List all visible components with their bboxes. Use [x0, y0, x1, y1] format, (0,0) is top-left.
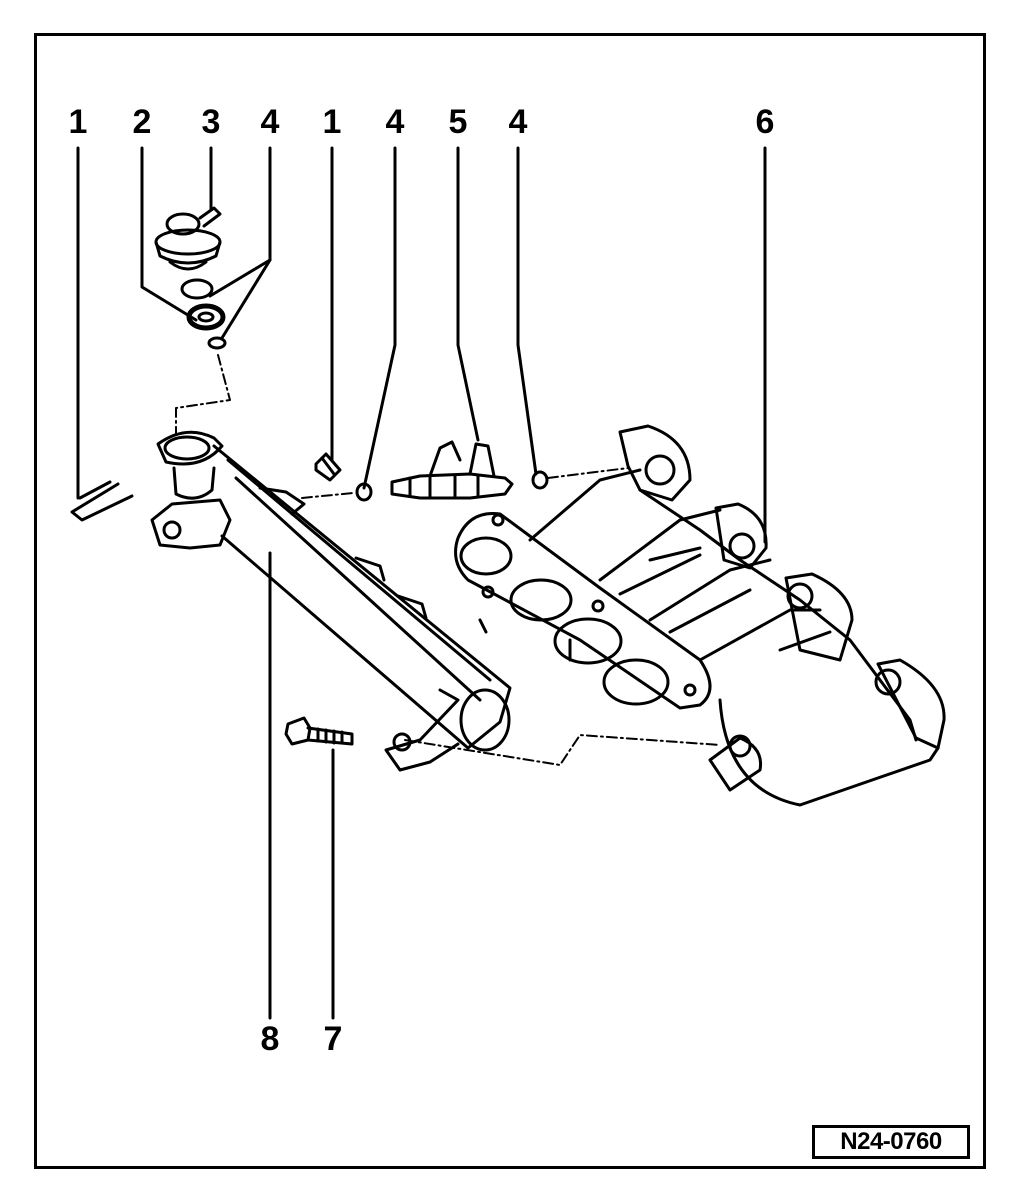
callout-1-left: 1: [68, 103, 88, 141]
callout-4-center: 4: [385, 103, 405, 141]
assembly-lines: [175, 354, 721, 766]
fuel-rail: [150, 430, 512, 772]
retaining-clip-center: [314, 452, 342, 482]
fuel-pressure-regulator: [154, 206, 222, 271]
o-rings-and-seals: [180, 278, 549, 502]
intake-manifold: [454, 424, 946, 807]
retaining-clip-left: [70, 480, 134, 522]
callout-1-center: 1: [322, 103, 342, 141]
callout-8: 8: [260, 1020, 280, 1058]
diagram-frame: [34, 33, 986, 1169]
leader-lines: [76, 146, 767, 1020]
callout-4-right: 4: [508, 103, 528, 141]
callout-5: 5: [448, 103, 468, 141]
reference-code: N24-0760: [812, 1125, 970, 1159]
callout-7: 7: [323, 1020, 343, 1058]
mounting-bolt: [284, 716, 354, 746]
callout-3: 3: [201, 103, 221, 141]
callout-6: 6: [755, 103, 775, 141]
callout-2: 2: [132, 103, 152, 141]
fuel-injector: [390, 440, 514, 500]
callout-4-left: 4: [260, 103, 280, 141]
